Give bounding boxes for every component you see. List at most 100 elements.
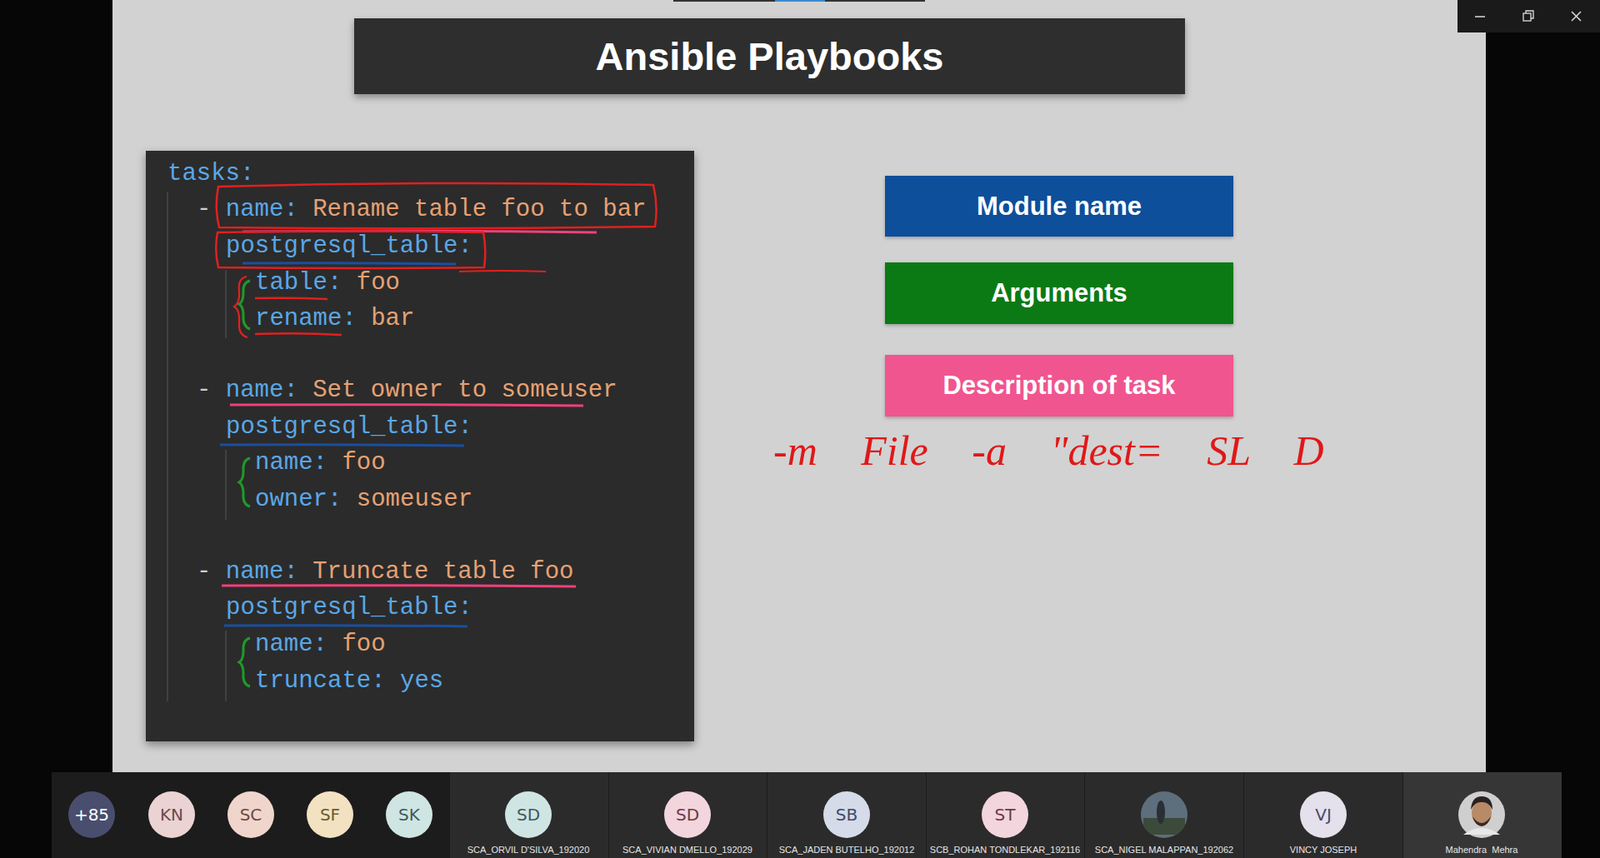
code-line: postgresql_table: <box>225 594 473 621</box>
code-line: name: foo <box>255 449 386 476</box>
avatar-circle: ST <box>981 791 1029 839</box>
photo-avatar <box>1458 791 1505 839</box>
minimize-icon <box>1475 15 1485 18</box>
code-token: - <box>196 195 211 224</box>
code-line: postgresql_table: <box>225 232 473 260</box>
code-token: yes <box>400 667 444 695</box>
title-bar: Ansible Playbooks <box>354 18 1185 95</box>
avatar-initials: SB <box>835 805 858 825</box>
participant-name-text: SCB_ROHAN TONDLEKAR_192116 <box>930 845 1080 855</box>
code-token: postgresql_table: <box>225 594 473 622</box>
code-token: foo <box>356 269 400 297</box>
code-token: foo <box>341 630 385 659</box>
legend-box: Module name <box>885 175 1234 237</box>
participant-name-text: SCA_VIVIAN DMELLO_192029 <box>622 845 753 855</box>
avatar-initials: SC <box>240 805 263 825</box>
code-token: truncate: <box>255 667 386 695</box>
code-token: name: <box>225 376 299 405</box>
participant-name: Mahendra Mehra <box>1402 841 1561 857</box>
avatar-circle: SC <box>227 791 275 839</box>
code-token: rename: <box>255 305 357 333</box>
avatar-initials: SD <box>516 805 540 825</box>
participant-name-text: SCA_JADEN BUTELHO_192012 <box>779 845 915 855</box>
photo-avatar <box>1140 791 1188 839</box>
code-token: table: <box>255 269 342 297</box>
participant-name-text: Mahendra Mehra <box>1445 845 1519 855</box>
code-token: name: <box>255 630 328 659</box>
avatar-circle: SB <box>823 791 870 839</box>
code-line: owner: someuser <box>255 485 473 513</box>
participant-name: SCA_JADEN BUTELHO_192012 <box>767 841 926 857</box>
code-line: name: foo <box>255 630 386 658</box>
legend-text: Description of task <box>942 370 1175 401</box>
participant-tile <box>926 772 1085 858</box>
restore-icon <box>1525 10 1534 19</box>
window-controls-bar <box>1457 0 1600 33</box>
avatar-circle: VJ <box>1300 791 1347 839</box>
legend-text: Arguments <box>990 278 1128 309</box>
photo-avatar-figure <box>1156 800 1165 825</box>
slide-title: Ansible Playbooks <box>595 33 945 80</box>
code-token: - <box>196 376 211 405</box>
code-line: -name: Truncate table foo <box>196 558 574 585</box>
photo-avatar-scene <box>1143 818 1185 835</box>
avatar-circle: SK <box>385 791 433 839</box>
avatar-circle: KN <box>148 791 195 839</box>
participant-name-text: VINCY JOSEPH <box>1290 845 1358 855</box>
avatar-initials: SD <box>675 805 700 825</box>
avatar-initials: ST <box>995 805 1016 825</box>
legend-box: Arguments <box>885 262 1234 325</box>
avatar-initials: KN <box>160 805 184 825</box>
photo-avatar-body <box>1463 828 1500 835</box>
participant-tile <box>609 772 767 858</box>
slide-ground <box>112 0 1486 773</box>
code-token: bar <box>370 305 415 333</box>
code-panel: tasks:-name:Rename table foo to barpostg… <box>145 150 695 742</box>
handwritten-text: -m File -a "dest= SL D <box>773 427 1325 475</box>
code-token: name: <box>225 195 299 224</box>
participant-tile <box>1244 772 1403 858</box>
participant-name: VINCY JOSEPH <box>1244 841 1403 857</box>
code-token: - <box>196 558 211 586</box>
legend-text: Module name <box>976 191 1142 222</box>
code-token: foo <box>341 449 385 477</box>
code-token: Truncate table foo <box>312 558 574 586</box>
code-token: postgresql_table: <box>225 413 473 441</box>
restore-icon <box>1523 13 1531 21</box>
code-token: tasks: <box>167 160 255 188</box>
code-token: Rename table foo to bar <box>312 195 646 224</box>
participant-tile <box>450 772 609 858</box>
code-token: name: <box>255 449 328 477</box>
avatar-circle: SF <box>306 791 354 839</box>
code-line: truncate: yes <box>255 667 444 695</box>
avatar-initials: SF <box>320 805 340 825</box>
code-token: owner: <box>255 485 342 514</box>
legend-box: Description of task <box>885 355 1234 417</box>
photo-avatar-hair <box>1470 796 1493 810</box>
avatar-initials: VJ <box>1315 805 1332 825</box>
code-token: Set owner to someuser <box>312 376 617 405</box>
participant-name: SCB_ROHAN TONDLEKAR_192116 <box>925 841 1085 857</box>
avatar-circle: +85 <box>68 791 115 839</box>
participant-name-text: SCA_ORVIL D'SILVA_192020 <box>467 845 590 855</box>
participant-name: SCA_VIVIAN DMELLO_192029 <box>608 841 767 857</box>
participant-tile <box>1403 772 1562 858</box>
code-line: table: foo <box>255 269 400 296</box>
avatar-initials: +85 <box>74 805 110 825</box>
code-line: rename: bar <box>255 305 415 332</box>
close-icon <box>1571 11 1581 21</box>
code-line: tasks: <box>167 160 255 187</box>
code-line: -name: Rename table foo to bar <box>196 195 646 223</box>
avatar-circle: SD <box>505 791 552 839</box>
handwritten-note: -m File -a "dest= SL D <box>773 426 1325 475</box>
participant-name-text: SCA_NIGEL MALAPPAN_192062 <box>1095 845 1234 855</box>
code-line: -name: Set owner to someuser <box>196 376 618 404</box>
code-token: postgresql_table: <box>225 232 473 260</box>
participant-name: SCA_NIGEL MALAPPAN_192062 <box>1085 841 1244 857</box>
code-token: someuser <box>356 485 473 514</box>
participant-bar <box>51 772 1562 858</box>
top-track <box>673 0 925 2</box>
code-token: name: <box>225 558 299 586</box>
top-track-progress <box>775 0 825 2</box>
